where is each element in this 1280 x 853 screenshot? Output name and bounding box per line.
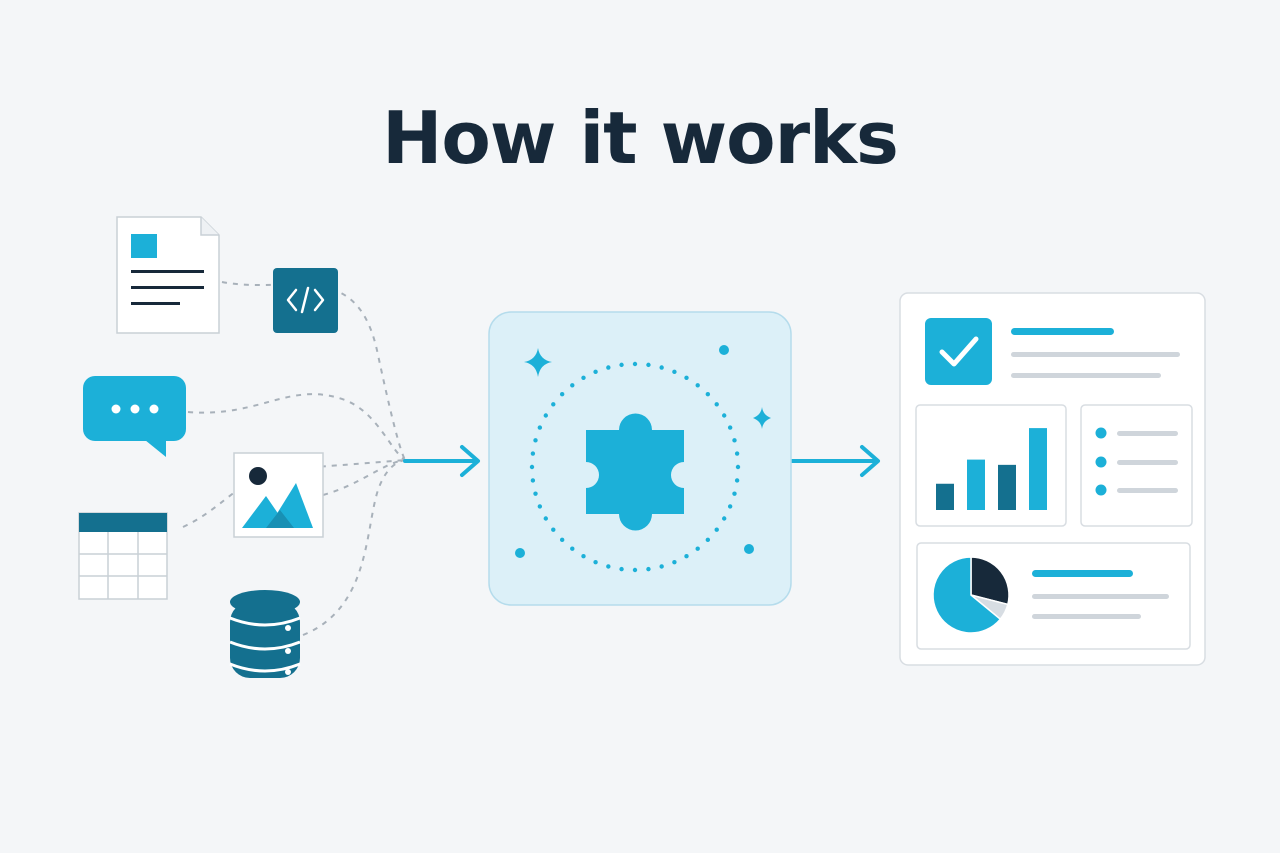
hub-dot	[515, 548, 525, 558]
bar-mark	[936, 483, 954, 510]
processing-hub	[488, 311, 792, 606]
ring-dot	[533, 491, 538, 496]
ring-dot	[722, 413, 727, 418]
dot-ring	[529, 361, 741, 573]
document-icon	[116, 216, 220, 334]
ring-dot	[543, 516, 548, 521]
ring-dot	[619, 362, 624, 368]
ring-dot	[543, 413, 548, 418]
code-icon	[273, 268, 338, 333]
ring-dot	[722, 516, 727, 521]
ring-dot	[593, 559, 598, 565]
ring-dot	[529, 464, 535, 470]
sparkle-icon	[524, 348, 552, 377]
ring-dot	[606, 564, 611, 569]
ring-dot	[727, 425, 733, 430]
bullet-list-card	[1080, 404, 1193, 527]
pie-chart-card	[916, 542, 1191, 650]
checkmark-icon	[939, 336, 979, 367]
ring-dot	[646, 362, 651, 368]
ring-dot	[559, 537, 565, 543]
ring-dot	[632, 361, 638, 367]
ring-dot	[659, 365, 664, 370]
ring-dot	[581, 375, 586, 380]
ring-dot	[735, 464, 741, 470]
ring-dot	[732, 491, 737, 496]
ring-dot	[727, 504, 733, 509]
pie-slice	[932, 556, 1002, 634]
bar-mark	[1029, 428, 1047, 510]
ring-dot	[551, 527, 556, 532]
ring-dot	[606, 365, 611, 370]
ring-dot	[659, 564, 664, 569]
ring-dot	[714, 402, 719, 407]
checklist-card	[925, 318, 1180, 385]
ring-dot	[646, 566, 651, 572]
ring-dot	[593, 369, 598, 375]
ring-dot	[619, 566, 624, 572]
ring-dot	[734, 478, 740, 483]
hub-dot	[744, 544, 754, 554]
puzzle-piece-icon	[586, 413, 684, 531]
ring-dot	[684, 375, 689, 380]
ring-dot	[705, 537, 711, 543]
pie-slice	[970, 556, 1010, 606]
ring-dot	[705, 391, 711, 397]
output-dashboard	[899, 292, 1206, 666]
ring-dot	[695, 383, 700, 388]
arrow-to-dashboard	[790, 445, 880, 477]
page-title: How it works	[382, 96, 899, 180]
ring-dot	[551, 402, 556, 407]
ring-dot	[695, 546, 700, 551]
ring-dot	[632, 567, 638, 573]
sparkle-icon-small	[753, 407, 771, 429]
ring-dot	[570, 383, 575, 388]
connector-chat	[187, 393, 406, 461]
bar-mark	[998, 464, 1016, 510]
ring-dot	[581, 554, 586, 559]
ring-dot	[533, 438, 538, 443]
chat-bubble-icon	[83, 376, 186, 457]
ring-dot	[537, 425, 543, 430]
ring-dot	[714, 527, 719, 532]
ring-dot	[530, 451, 536, 456]
bar-chart-card	[915, 404, 1067, 527]
ring-dot	[732, 438, 737, 443]
ring-dot	[530, 478, 536, 483]
table-icon	[78, 512, 168, 600]
ring-dot	[672, 369, 677, 375]
bar-mark	[967, 459, 985, 510]
connector-database	[302, 459, 406, 636]
database-icon	[229, 590, 301, 678]
arrow-to-hub	[403, 445, 480, 477]
ring-dot	[559, 391, 565, 397]
ring-dot	[537, 504, 543, 509]
image-icon	[233, 452, 324, 538]
ring-dot	[672, 559, 677, 565]
hub-dot	[719, 345, 729, 355]
ring-dot	[684, 554, 689, 559]
ring-dot	[734, 451, 740, 456]
ring-dot	[570, 546, 575, 551]
connector-image	[322, 459, 406, 496]
